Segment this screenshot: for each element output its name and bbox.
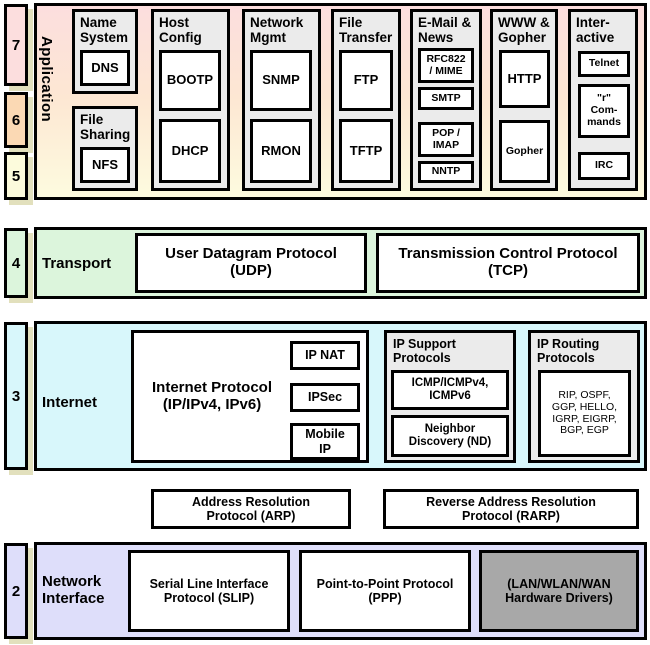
app-category-www-gopher-title: WWW & Gopher bbox=[498, 15, 550, 46]
layer-number-3-label: 3 bbox=[11, 387, 21, 405]
protocol-http[interactable]: HTTP bbox=[499, 50, 550, 108]
transport-layer-label: Transport bbox=[42, 255, 112, 272]
hardware-drivers-box[interactable]: (LAN/WLAN/WAN Hardware Drivers) bbox=[479, 550, 639, 632]
protocol-ppp[interactable]: Point-to-Point Protocol (PPP) bbox=[299, 550, 471, 632]
protocol-rfc822-mime[interactable]: RFC822 / MIME bbox=[418, 48, 474, 83]
protocol-dhcp[interactable]: DHCP bbox=[159, 119, 221, 183]
network-interface-layer-label: Network Interface bbox=[42, 573, 105, 608]
layer-number-7: 7 bbox=[4, 4, 28, 86]
app-category-file-sharing-title: File Sharing bbox=[80, 112, 131, 143]
app-category-name-system-title: Name System bbox=[80, 15, 129, 46]
ip-routing-protocols-title: IP Routing Protocols bbox=[537, 337, 600, 366]
protocol-nfs[interactable]: NFS bbox=[80, 147, 130, 183]
protocol-bootp[interactable]: BOOTP bbox=[159, 50, 221, 111]
protocol-arp[interactable]: Address Resolution Protocol (ARP) bbox=[151, 489, 351, 529]
internet-layer-label: Internet bbox=[42, 394, 98, 411]
protocol-icmp[interactable]: ICMP/ICMPv4, ICMPv6 bbox=[391, 370, 509, 410]
ip-support-protocols-title: IP Support Protocols bbox=[393, 337, 456, 366]
layer-number-2-label: 2 bbox=[11, 582, 21, 600]
app-category-host-config-title: Host Config bbox=[159, 15, 202, 46]
protocol-rarp[interactable]: Reverse Address Resolution Protocol (RAR… bbox=[383, 489, 639, 529]
protocol-dns[interactable]: DNS bbox=[80, 50, 130, 86]
protocol-telnet[interactable]: Telnet bbox=[578, 51, 630, 77]
app-category-email-news-title: E-Mail & News bbox=[418, 15, 472, 46]
protocol-rmon[interactable]: RMON bbox=[250, 119, 312, 183]
app-category-interactive-title: Inter- active bbox=[576, 15, 615, 46]
layer-number-6: 6 bbox=[4, 92, 28, 148]
app-category-file-transfer-title: File Transfer bbox=[339, 15, 393, 46]
layer-number-3: 3 bbox=[4, 322, 28, 470]
layer-number-6-label: 6 bbox=[11, 111, 21, 129]
protocol-ftp[interactable]: FTP bbox=[339, 50, 393, 111]
protocol-udp[interactable]: User Datagram Protocol (UDP) bbox=[135, 233, 367, 293]
layer-number-4-label: 4 bbox=[11, 254, 21, 272]
protocol-nntp[interactable]: NNTP bbox=[418, 161, 474, 183]
layer-number-2: 2 bbox=[4, 543, 28, 639]
layer-number-7-label: 7 bbox=[11, 36, 21, 54]
app-category-network-mgmt-title: Network Mgmt bbox=[250, 15, 304, 46]
protocol-pop-imap[interactable]: POP / IMAP bbox=[418, 122, 474, 157]
protocol-routing-list[interactable]: RIP, OSPF, GGP, HELLO, IGRP, EIGRP, BGP,… bbox=[538, 370, 631, 457]
protocol-r-commands[interactable]: "r" Com- mands bbox=[578, 84, 630, 138]
layer-number-5-label: 5 bbox=[11, 167, 21, 185]
protocol-tftp[interactable]: TFTP bbox=[339, 119, 393, 183]
protocol-gopher[interactable]: Gopher bbox=[499, 120, 550, 183]
protocol-irc[interactable]: IRC bbox=[578, 152, 630, 180]
protocol-snmp[interactable]: SNMP bbox=[250, 50, 312, 111]
protocol-neighbor-discovery[interactable]: Neighbor Discovery (ND) bbox=[391, 415, 509, 457]
protocol-ipsec[interactable]: IPSec bbox=[290, 383, 360, 412]
protocol-ip-nat[interactable]: IP NAT bbox=[290, 341, 360, 370]
layer-number-5: 5 bbox=[4, 152, 28, 200]
protocol-smtp[interactable]: SMTP bbox=[418, 87, 474, 110]
protocol-tcp[interactable]: Transmission Control Protocol (TCP) bbox=[376, 233, 640, 293]
layer-number-4: 4 bbox=[4, 228, 28, 298]
application-layer-label: Application bbox=[38, 36, 55, 123]
protocol-slip[interactable]: Serial Line Interface Protocol (SLIP) bbox=[128, 550, 290, 632]
protocol-mobile-ip[interactable]: Mobile IP bbox=[290, 423, 360, 460]
